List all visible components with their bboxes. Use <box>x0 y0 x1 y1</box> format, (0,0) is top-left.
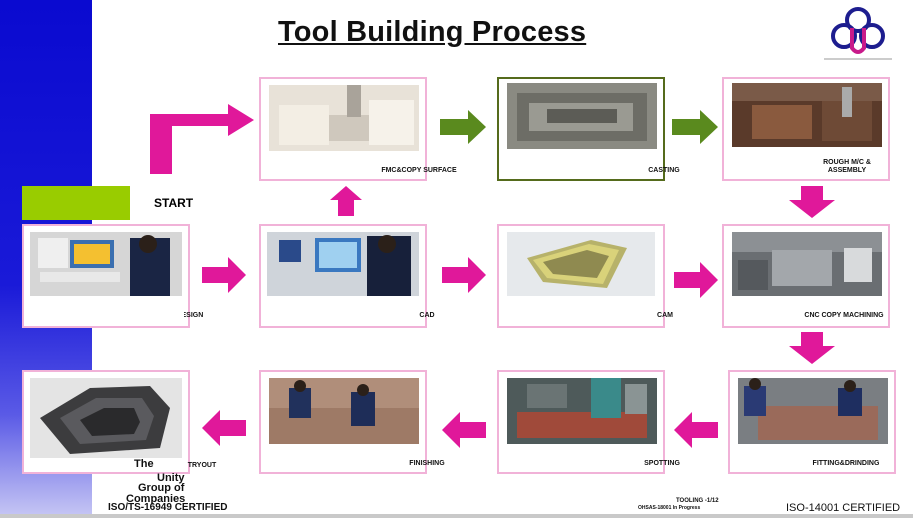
start-bar <box>22 186 130 220</box>
company-line-1: The <box>134 458 154 470</box>
step-label-cnc: CNC COPY MACHINING <box>804 312 884 319</box>
company-line-2: Unity <box>157 472 185 484</box>
step-label-spotting: SPOTTING <box>644 460 680 467</box>
spotting-photo <box>507 378 657 444</box>
company-line-3: Group of <box>138 482 185 494</box>
step-fmc-box: FMC&COPY SURFACE <box>259 77 457 181</box>
fitting-photo <box>738 378 888 444</box>
arrow-right-icon <box>440 110 486 144</box>
arrow-right-icon <box>442 257 486 293</box>
arrow-left-icon <box>202 410 246 446</box>
step-label-fitting: FITTING&DRINDING <box>812 460 880 467</box>
tryout-photo <box>30 378 182 458</box>
footer-tooling-page: TOOLING -1/12 <box>676 498 719 504</box>
arrow-right-icon <box>202 257 246 293</box>
step-label-fmc: FMC&COPY SURFACE <box>381 167 457 174</box>
step-label-rough: ROUGH M/C & ASSEMBLY <box>823 159 871 174</box>
step-spotting-box: SPOTTING <box>497 370 680 474</box>
step-tryout-box: TRYOUT <box>22 370 216 474</box>
footer-iso-14001: ISO-14001 CERTIFIED <box>786 502 901 514</box>
step-rough-box: ROUGH M/C & ASSEMBLY <box>722 77 890 181</box>
casting-photo <box>507 83 657 149</box>
rough-photo <box>732 83 882 147</box>
fmc-photo <box>269 85 419 151</box>
arrow-right-icon <box>672 110 718 144</box>
arrow-left-icon <box>674 412 718 448</box>
cam-photo <box>507 232 655 296</box>
step-label-cam: CAM <box>657 312 673 319</box>
page-title: Tool Building Process <box>278 16 587 48</box>
arrow-down-icon <box>789 186 835 218</box>
arrow-left-icon <box>442 412 486 448</box>
arrow-up-right-icon <box>150 104 254 174</box>
step-label-finishing: FINISHING <box>409 460 445 467</box>
footer-iso-ts: ISO/TS-16949 CERTIFIED <box>108 502 228 513</box>
cnc-photo <box>732 232 882 296</box>
footer-ohsas: OHSAS-18001 In Progress <box>638 505 701 511</box>
arrow-up-icon <box>330 186 362 216</box>
company-logo-icon <box>822 6 894 62</box>
start-label: START <box>154 196 194 210</box>
step-finishing-box: FINISHING <box>259 370 445 474</box>
company-line-4: Companies <box>126 493 186 505</box>
bottom-rule <box>0 514 913 518</box>
arrow-down-icon <box>789 332 835 364</box>
step-label-tryout: TRYOUT <box>187 462 217 469</box>
finishing-photo <box>269 378 419 444</box>
design-caption-mask <box>38 302 184 324</box>
step-cad-box: CAD <box>259 224 435 328</box>
cad-photo <box>267 232 419 296</box>
step-label-casting: CASTING <box>648 167 680 174</box>
step-label-cad: CAD <box>419 312 435 319</box>
step-fitting-box: FITTING&DRINDING <box>728 370 896 474</box>
arrow-right-icon <box>674 262 718 298</box>
design-photo <box>30 232 182 296</box>
step-casting-box: CASTING <box>497 77 680 181</box>
step-cnc-box: CNC COPY MACHINING <box>722 224 890 328</box>
step-cam-box: CAM <box>497 224 673 328</box>
